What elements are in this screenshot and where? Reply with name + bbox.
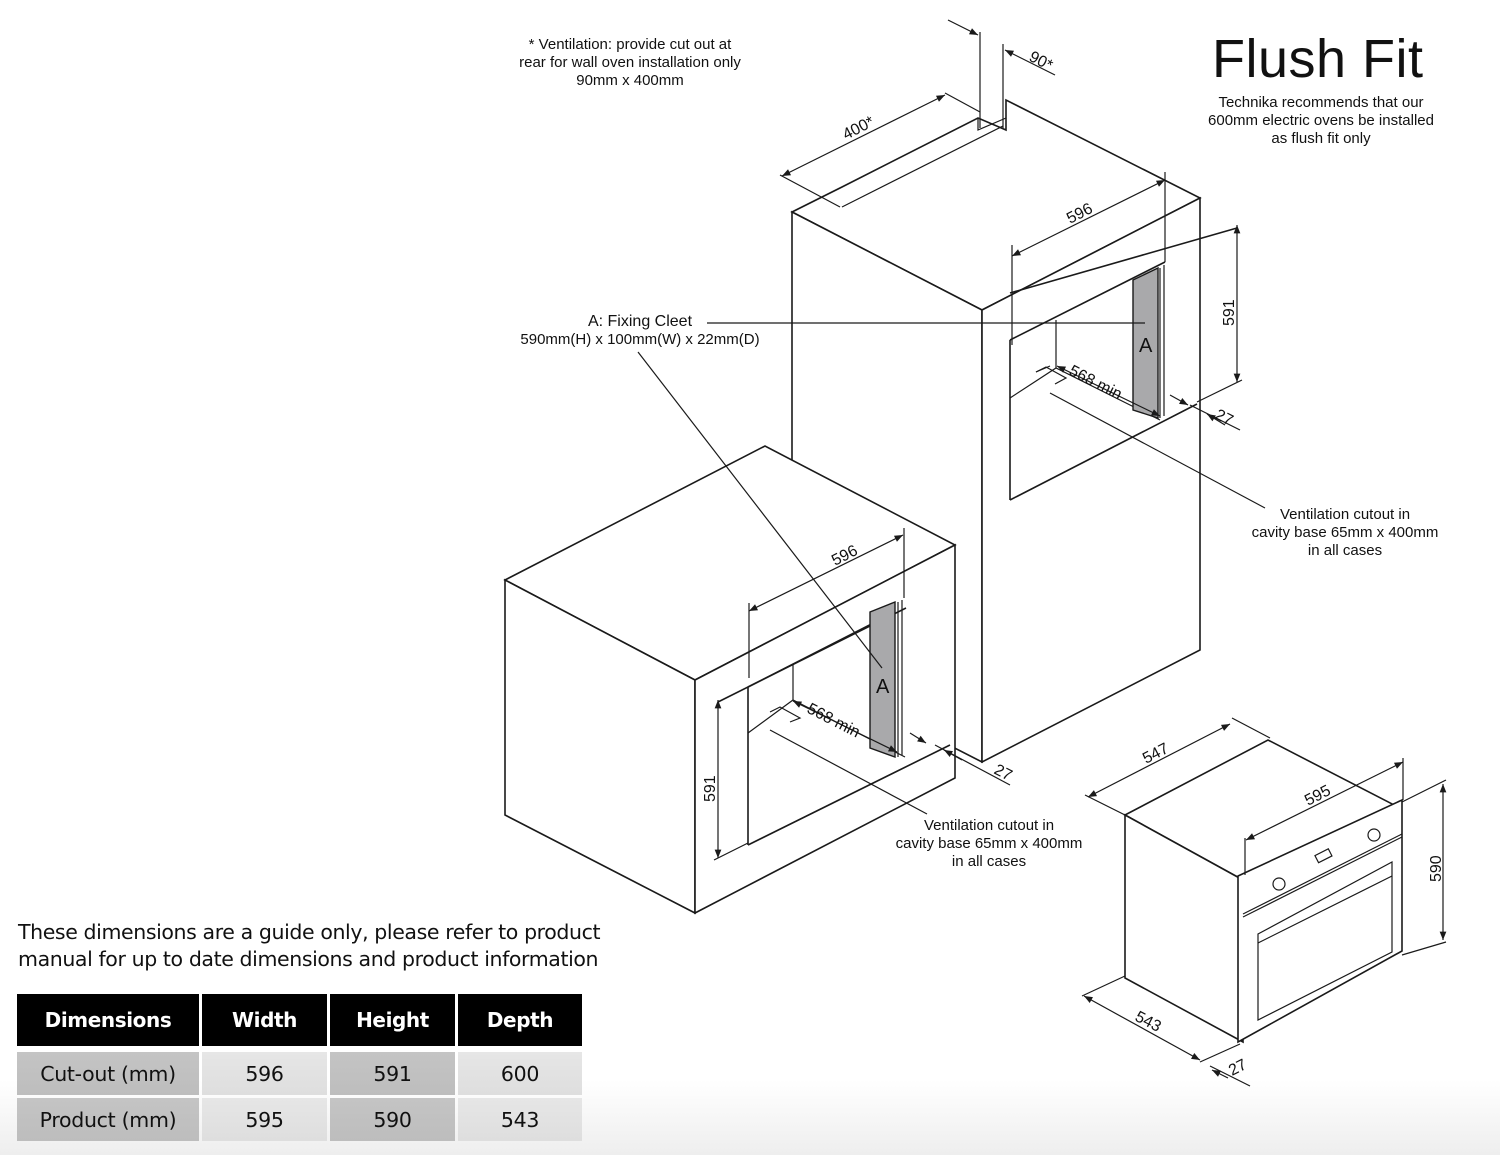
under-bench-dimension-lines xyxy=(637,351,1011,861)
vent-cutout-line: Ventilation cutout in xyxy=(923,817,1055,834)
vent-cutout-line: in all cases xyxy=(1307,542,1383,559)
disclaimer-line: manual for up to date dimensions and pro… xyxy=(18,947,599,971)
vent-cutout-line: cavity base 65mm x 400mm xyxy=(1251,524,1439,541)
dimensions-table: Dimensions Width Height Depth Cut-out (m… xyxy=(14,991,585,1144)
fixing-cleat-size: 590mm(H) x 100mm(W) x 22mm(D) xyxy=(520,331,760,348)
cell-depth: 543 xyxy=(458,1098,582,1141)
table-header-row: Dimensions Width Height Depth xyxy=(17,994,582,1046)
recommendation-line: Technika recommends that our xyxy=(1218,94,1424,111)
dim-under-bench-inset: 27 xyxy=(991,761,1015,784)
vent-cutout-line: Ventilation cutout in xyxy=(1279,506,1411,523)
dim-rear-vent-width: 90* xyxy=(1026,48,1055,74)
oven-dimension-lines xyxy=(1081,717,1447,1087)
wall-cavity-dimension-lines xyxy=(707,19,1266,509)
dim-oven-height: 590 xyxy=(1428,855,1445,882)
dim-wall-height: 591 xyxy=(1221,299,1238,326)
row-label: Cut-out (mm) xyxy=(17,1052,199,1095)
dim-rear-vent-length: 400* xyxy=(840,113,877,143)
recommendation-line: 600mm electric ovens be installed xyxy=(1208,112,1434,129)
table-row: Cut-out (mm) 596 591 600 xyxy=(17,1052,582,1095)
recommendation-line: as flush fit only xyxy=(1271,130,1371,147)
ventilation-note-line: rear for wall oven installation only xyxy=(519,54,741,71)
cell-height: 591 xyxy=(330,1052,455,1095)
header-width: Width xyxy=(202,994,327,1046)
fixing-cleat-label-text: A: Fixing Cleet xyxy=(587,313,693,330)
fixing-cleat-note: A: Fixing Cleet 590mm(H) x 100mm(W) x 22… xyxy=(500,313,780,349)
dim-wall-inset: 27 xyxy=(1212,406,1236,429)
oven-illustration xyxy=(1123,739,1403,1044)
disclaimer: These dimensions are a guide only, pleas… xyxy=(18,919,601,973)
oven-knob-left xyxy=(1272,877,1286,891)
cell-height: 590 xyxy=(330,1098,455,1141)
page-title: Flush Fit xyxy=(1212,29,1424,89)
oven-display xyxy=(1314,847,1333,864)
ventilation-note-line: 90mm x 400mm xyxy=(576,72,684,89)
dim-under-bench-height: 591 xyxy=(702,775,719,802)
recommendation-note: Technika recommends that our 600mm elect… xyxy=(1186,94,1456,148)
cell-depth: 600 xyxy=(458,1052,582,1095)
vent-cutout-line: cavity base 65mm x 400mm xyxy=(895,835,1083,852)
disclaimer-line: These dimensions are a guide only, pleas… xyxy=(18,920,601,944)
ventilation-note: * Ventilation: provide cut out at rear f… xyxy=(500,36,760,90)
fixing-cleat-label: A: Fixing Cleet xyxy=(500,313,780,331)
table-row: Product (mm) 595 590 543 xyxy=(17,1098,582,1141)
ventilation-note-line: * Ventilation: provide cut out at xyxy=(528,36,732,53)
cleat-marker-under-bench: A xyxy=(876,676,890,698)
ventilation-cutout-note-under-bench: Ventilation cutout in cavity base 65mm x… xyxy=(874,817,1104,871)
vent-cutout-line: in all cases xyxy=(951,853,1027,870)
row-label: Product (mm) xyxy=(17,1098,199,1141)
header-depth: Depth xyxy=(458,994,582,1046)
dim-oven-top-depth: 547 xyxy=(1140,740,1172,767)
header-height: Height xyxy=(330,994,455,1046)
dim-oven-door-depth: 27 xyxy=(1226,1056,1250,1079)
cell-width: 596 xyxy=(202,1052,327,1095)
header-dimensions: Dimensions xyxy=(17,994,199,1046)
ventilation-cutout-note-wall: Ventilation cutout in cavity base 65mm x… xyxy=(1230,506,1460,560)
cleat-marker-wall: A xyxy=(1139,335,1153,357)
cell-width: 595 xyxy=(202,1098,327,1141)
